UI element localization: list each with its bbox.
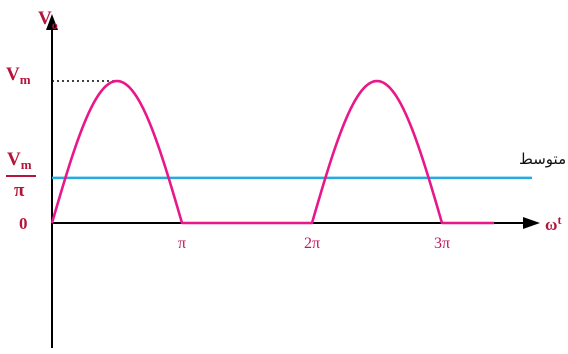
average-text: مقدار متوسط [519,150,568,168]
peak-label-sub: m [20,72,31,87]
average-fraction-denominator: π [14,180,25,201]
x-axis-label-main: ω [545,215,557,234]
average-fraction-numerator-sub: m [21,157,32,172]
x-axis-arrow-icon [523,217,540,229]
average-fraction-numerator-main: V [7,149,21,170]
tick-label: 3π [434,235,450,252]
y-axis-arrow-icon [46,14,58,30]
y-axis-label-sub: o [52,18,58,32]
tick-label: π [178,235,186,252]
peak-label: Vm [6,64,31,87]
tick-labels: π 2π 3π [178,235,450,252]
x-axis-label-sup: t [557,213,561,227]
origin-label: 0 [19,214,28,233]
peak-label-main: V [6,64,20,85]
waveform-line [50,79,494,225]
y-axis-label-main: V [38,8,52,29]
tick-label: 2π [304,235,320,252]
average-fraction-numerator: Vm [7,149,32,172]
x-axis-label: ωt [545,213,561,234]
y-axis-label: Vo [38,8,58,32]
